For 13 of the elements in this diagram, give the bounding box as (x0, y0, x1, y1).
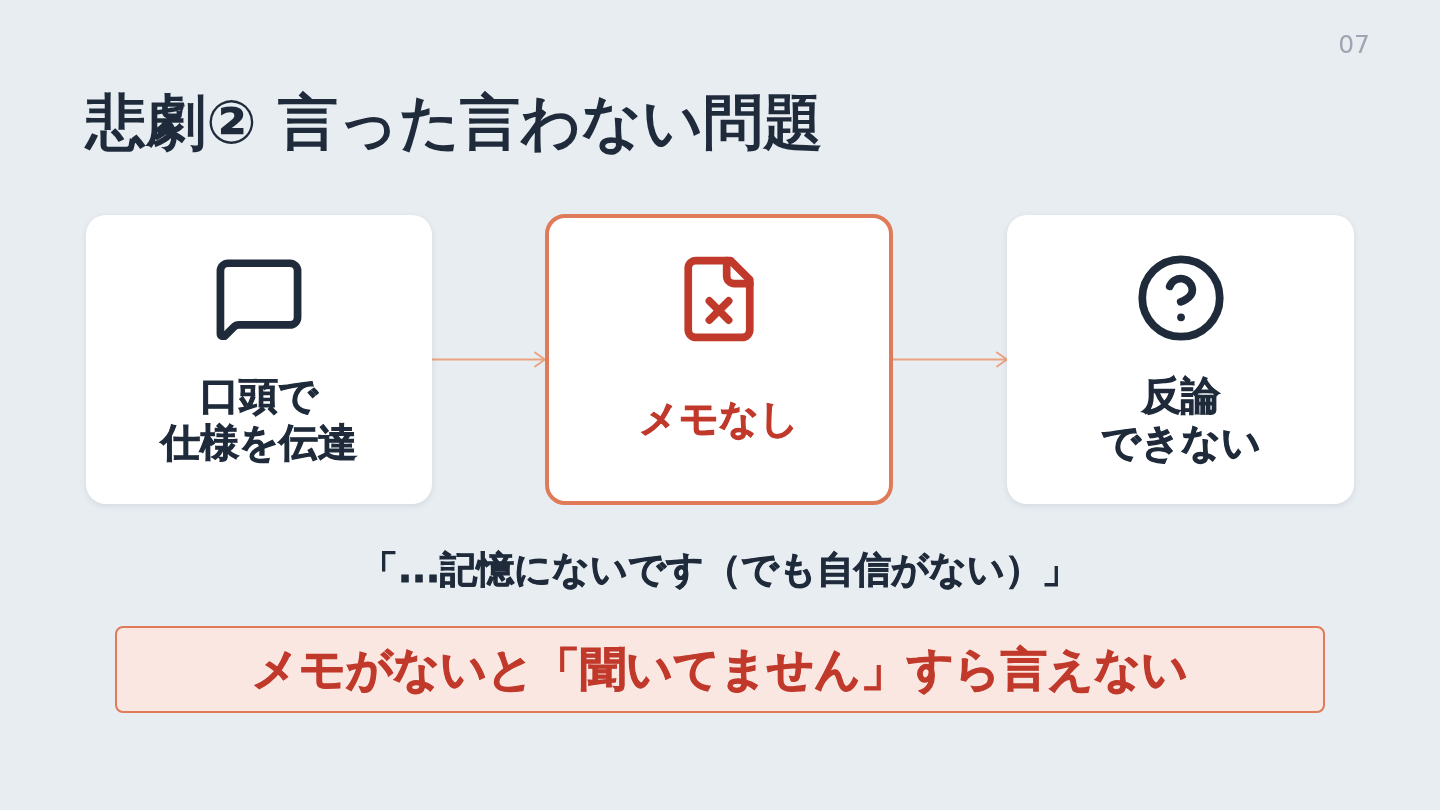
page-number: 07 (1338, 30, 1370, 60)
arrow (431, 351, 546, 368)
highlighted-card (545, 214, 893, 505)
card-label: 口頭で仕様を伝達 (161, 373, 357, 466)
callout-banner (115, 626, 1325, 713)
banner-text: メモがないと「聞いてません」すら言えない (252, 641, 1188, 698)
slide-title: 悲劇② 言った言わない問題 (86, 86, 823, 158)
arrow (892, 351, 1008, 368)
process-card (86, 215, 432, 504)
quote-text: 「...記憶にないです（でも自信がない）」 (360, 547, 1080, 593)
process-card (1007, 215, 1354, 504)
card-label: 反論できない (1100, 373, 1261, 466)
card-label: メモなし (639, 396, 799, 443)
